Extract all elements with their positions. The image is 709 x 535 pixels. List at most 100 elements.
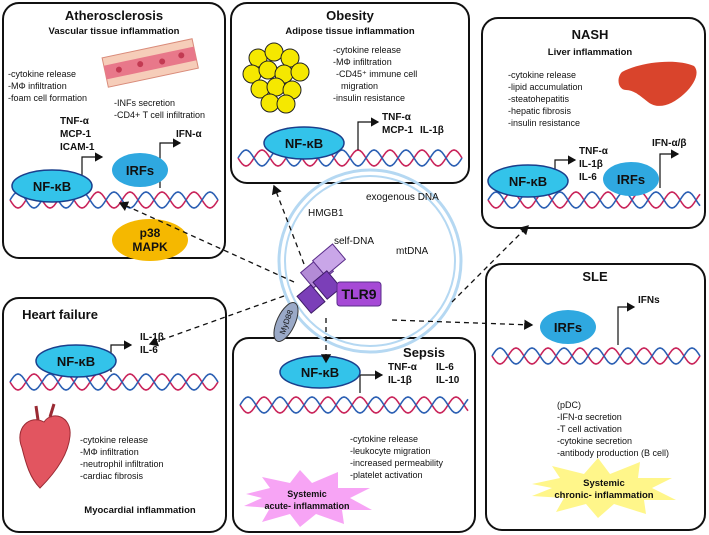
nash-effect-3: -steatohepatitis — [508, 94, 570, 104]
signaling-arrows — [118, 184, 534, 364]
obesity-nfkb-label: NF-κB — [285, 136, 323, 151]
nash-nfkb-label: NF-κB — [509, 174, 547, 189]
nash-effect-4: -hepatic fibrosis — [508, 106, 572, 116]
obesity-effect-4: migration — [341, 81, 378, 91]
athero-gene-mcp1: MCP-1 — [60, 129, 92, 140]
atherosclerosis-title: Atherosclerosis — [65, 8, 163, 23]
sepsis-effect-4: -platelet activation — [350, 470, 423, 480]
athero-effect-4: -INFs secretion — [114, 98, 175, 108]
sle-title: SLE — [582, 269, 608, 284]
dna-strand-red — [491, 347, 701, 365]
obesity-effect-5: -insulin resistance — [333, 93, 405, 103]
tlr9-label: TLR9 — [342, 286, 377, 302]
heart-failure-title: Heart failure — [22, 307, 98, 322]
nash-effect-1: -cytokine release — [508, 70, 576, 80]
heart-effect-3: -neutrophil infiltration — [80, 459, 164, 469]
heart-effect-2: -MΦ infiltration — [80, 447, 139, 457]
sle-irf-node — [540, 310, 596, 344]
sepsis-effect-2: -leukocyte migration — [350, 446, 431, 456]
p38-label: p38 — [140, 226, 161, 240]
nash-gene-ifn: IFN-α/β — [652, 138, 686, 149]
dna-strand-red — [9, 373, 219, 391]
heart-icon — [19, 415, 71, 489]
sle-effect-1: (pDC) — [557, 400, 581, 410]
sle-dna-helix — [491, 347, 701, 365]
athero-effect-2: -MΦ infiltration — [8, 81, 67, 91]
nash-effect-5: -insulin resistance — [508, 118, 580, 128]
arrow-to-obesity — [271, 184, 305, 265]
sepsis-gene-il6: IL-6 — [436, 362, 454, 373]
obesity-gene-il1b: IL-1β — [420, 125, 444, 136]
p38-mapk-node — [112, 219, 188, 261]
nash-subtitle: Liver inflammation — [548, 47, 633, 58]
sle-irf-label: IRFs — [554, 320, 582, 335]
nash-title: NASH — [572, 27, 609, 42]
endosome-membrane-outer — [277, 168, 463, 354]
sepsis-nfkb-label: NF-κB — [301, 365, 339, 380]
obesity-effect-1: -cytokine release — [333, 45, 401, 55]
obesity-gene-mcp1: MCP-1 — [382, 125, 414, 136]
heart-vessel-icon — [34, 403, 56, 421]
nash-gene-tnf: TNF-α — [579, 146, 609, 157]
athero-effect-1: -cytokine release — [8, 69, 76, 79]
dna-strand-blue — [491, 347, 701, 365]
obesity-title: Obesity — [326, 8, 374, 23]
liver-icon — [618, 61, 697, 106]
sepsis-gene-tnf: TNF-α — [388, 362, 418, 373]
ligand-exogenous-dna: exogenous DNA — [366, 192, 439, 203]
sle-effect-3: -T cell activation — [557, 424, 622, 434]
blood-vessel-icon — [101, 38, 199, 88]
myd88-node — [273, 302, 299, 342]
nash-nfkb-node — [487, 164, 569, 198]
athero-irf-node — [112, 153, 168, 187]
heart-nfkb-node — [35, 344, 117, 378]
atherosclerosis-subtitle: Vascular tissue inflammation — [49, 26, 180, 37]
athero-gene-icam1: ICAM-1 — [60, 142, 95, 153]
heart-gene-il1b: IL-1β — [140, 332, 164, 343]
arrow-to-heart-failure — [148, 295, 285, 347]
sepsis-burst-shape — [244, 470, 372, 527]
athero-effect-5: -CD4+ T cell infiltration — [114, 110, 205, 120]
nash-effect-2: -lipid accumulation — [508, 82, 583, 92]
athero-effect-3: -foam cell formation — [8, 93, 87, 103]
heart-effect-4: -cardiac fibrosis — [80, 471, 144, 481]
athero-nfkb-node — [11, 169, 93, 203]
nash-irf-node — [603, 162, 659, 196]
heart-nfkb-label: NF-κB — [57, 354, 95, 369]
athero-gene-ifna: IFN-α — [176, 129, 202, 140]
dna-strand-blue — [239, 396, 469, 414]
sepsis-dna-helix — [239, 396, 469, 414]
nash-gene-il1b: IL-1β — [579, 159, 603, 170]
sepsis-title: Sepsis — [403, 345, 445, 360]
sepsis-burst-line2: acute- inflammation — [264, 501, 349, 511]
obesity-effect-3: -CD45⁺ immune cell — [336, 69, 417, 79]
obesity-nfkb-node — [263, 126, 345, 160]
heart-gene-il6: IL-6 — [140, 345, 158, 356]
sepsis-burst-line1: Systemic — [287, 489, 327, 499]
sepsis-gene-il10: IL-10 — [436, 375, 460, 386]
sepsis-effect-1: -cytokine release — [350, 434, 418, 444]
nash-irf-label: IRFs — [617, 172, 645, 187]
heart-effect-1: -cytokine release — [80, 435, 148, 445]
tlr9-node — [336, 281, 382, 307]
sepsis-gene-il1b: IL-1β — [388, 375, 412, 386]
athero-gene-tnf: TNF-α — [60, 116, 90, 127]
nash-irf-arrow — [659, 149, 680, 188]
tlr9-receptor-icon — [296, 243, 347, 314]
sle-burst-line2: chronic- inflammation — [554, 490, 653, 501]
ligand-mtdna: mtDNA — [396, 246, 429, 257]
nash-gene-il6: IL-6 — [579, 172, 597, 183]
sle-irf-arrow — [617, 302, 636, 345]
athero-nfkb-label: NF-κB — [33, 179, 71, 194]
sle-effect-2: -IFN-α secretion — [557, 412, 622, 422]
sepsis-effect-3: -increased permeability — [350, 458, 444, 468]
heart-dna-helix — [9, 373, 219, 391]
obesity-nfkb-arrow — [357, 117, 380, 150]
athero-irf-label: IRFs — [126, 163, 154, 178]
arrow-to-atherosclerosis — [118, 201, 295, 283]
dna-strand-red — [487, 191, 701, 209]
dna-strand-red — [239, 396, 469, 414]
dna-strand-red — [9, 191, 219, 209]
ligand-self-dna: self-DNA — [334, 236, 374, 247]
